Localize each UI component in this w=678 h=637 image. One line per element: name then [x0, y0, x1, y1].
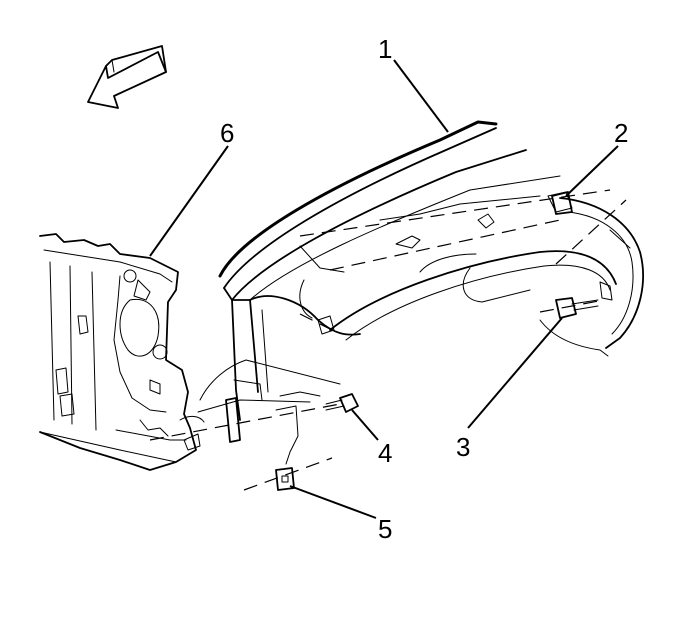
front-direction-arrow-icon — [87, 45, 167, 109]
bolt-4 — [325, 393, 359, 413]
callout-3: 3 — [456, 432, 470, 462]
alignment-lines — [149, 189, 627, 491]
radiator-support — [39, 233, 197, 471]
clip-2 — [551, 191, 573, 215]
bolt-3 — [555, 297, 599, 319]
leader-lines — [149, 59, 619, 519]
callout-5: 5 — [378, 514, 392, 544]
callout-6: 6 — [220, 118, 234, 148]
callout-1: 1 — [378, 34, 392, 64]
fender — [179, 120, 644, 465]
callout-2: 2 — [614, 118, 628, 148]
callout-4: 4 — [378, 438, 392, 468]
